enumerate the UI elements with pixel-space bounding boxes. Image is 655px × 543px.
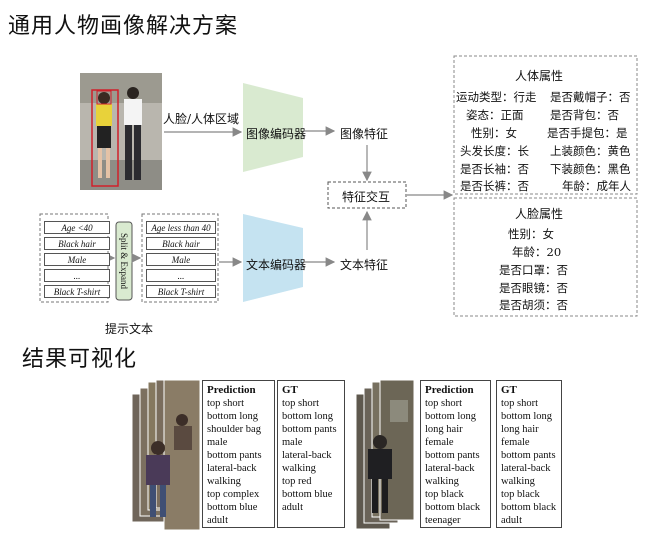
body-attributes-title: 人体属性	[515, 69, 564, 83]
ground-truth-item: long hair	[501, 424, 539, 435]
split-expand-label: Split & Expand	[119, 233, 129, 289]
text-feature-label: 文本特征	[340, 258, 389, 272]
prediction-item: bottom long	[207, 411, 259, 422]
body-attr: 下装颜色：黑色	[550, 162, 631, 176]
prediction-item: adult	[207, 515, 228, 526]
ground-truth-item: bottom long	[282, 411, 334, 422]
region-label: 人脸/人体区域	[163, 112, 240, 126]
ground-truth-item: walking	[501, 476, 535, 487]
ground-truth-item: adult	[501, 515, 522, 526]
prompt-text-label: 提示文本	[105, 322, 154, 336]
prediction-card-title: Prediction	[425, 384, 474, 396]
prompt-item: Male	[146, 253, 216, 266]
prompt-item: Black T-shirt	[146, 285, 216, 298]
visualization-title: 结果可视化	[22, 347, 138, 372]
ground-truth-item: lateral-back	[501, 463, 551, 474]
body-attr: 年龄：成年人	[562, 179, 631, 193]
prediction-item: male	[207, 437, 228, 448]
body-attributes-box	[453, 55, 638, 195]
prompt-item: ...	[146, 269, 216, 282]
text-encoder-shape	[243, 214, 303, 302]
prompt-item: Male	[44, 253, 110, 266]
image-encoder-label: 图像编码器	[246, 127, 307, 141]
feature-interaction-box	[327, 181, 407, 209]
face-attr: 是否胡须：否	[499, 298, 568, 312]
input-photo	[80, 73, 162, 190]
prediction-item: lateral-back	[207, 463, 257, 474]
person-bbox	[91, 89, 119, 187]
body-attr: 是否长袖：否	[460, 162, 529, 176]
face-attr: 是否眼镜：否	[499, 281, 568, 295]
ground-truth-item: bottom blue	[282, 489, 333, 500]
prediction-item: bottom black	[425, 502, 481, 513]
face-attributes-title: 人脸属性	[515, 207, 564, 221]
result-image-strip-2	[355, 379, 415, 530]
prediction-card: Prediction top short bottom long shoulde…	[202, 380, 275, 528]
body-attr: 上装颜色：黄色	[550, 144, 631, 158]
ground-truth-item: female	[501, 437, 530, 448]
ground-truth-item: bottom pants	[501, 450, 556, 461]
prediction-item: top complex	[207, 489, 260, 500]
prediction-item: bottom pants	[425, 450, 480, 461]
prediction-item: bottom pants	[207, 450, 262, 461]
prompt-item: Age less than 40	[146, 221, 216, 234]
face-attr: 性别：女	[508, 227, 554, 241]
ground-truth-item: top short	[501, 398, 539, 409]
prompt-item: Black T-shirt	[44, 285, 110, 298]
ground-truth-card: GT top short bottom long bottom pants ma…	[277, 380, 345, 528]
prediction-item: walking	[425, 476, 459, 487]
face-attr: 是否口罩：否	[499, 263, 568, 277]
prediction-item: lateral-back	[425, 463, 475, 474]
ground-truth-card-title: GT	[282, 384, 298, 396]
prediction-item: long hair	[425, 424, 463, 435]
ground-truth-card-title: GT	[501, 384, 517, 396]
image-feature-label: 图像特征	[340, 127, 389, 141]
body-attr: 是否背包：否	[550, 108, 619, 122]
feature-interaction-label: 特征交互	[342, 190, 391, 204]
ground-truth-item: top short	[282, 398, 320, 409]
solution-title: 通用人物画像解决方案	[8, 14, 239, 39]
ground-truth-item: adult	[282, 502, 303, 513]
prediction-item: walking	[207, 476, 241, 487]
face-attr: 年龄：20	[512, 245, 562, 259]
body-attr: 是否长裤：否	[460, 179, 529, 193]
prompt-item: Black hair	[146, 237, 216, 250]
prompt-list-expanded: Age less than 40 Black hair Male ... Bla…	[142, 214, 218, 302]
prediction-item: top short	[425, 398, 463, 409]
prediction-item: teenager	[425, 515, 461, 526]
face-bbox	[96, 90, 112, 105]
body-attr: 头发长度：长	[460, 144, 529, 158]
prediction-item: top short	[207, 398, 245, 409]
ground-truth-item: male	[282, 437, 303, 448]
prediction-item: bottom long	[425, 411, 477, 422]
ground-truth-item: bottom black	[501, 502, 557, 513]
prediction-item: bottom blue	[207, 502, 258, 513]
image-encoder-shape	[243, 83, 303, 172]
prompt-item: Age <40	[44, 221, 110, 234]
body-attr: 运动类型：行走	[456, 90, 537, 104]
prediction-card: Prediction top short bottom long long ha…	[420, 380, 491, 528]
body-attr: 性别：女	[471, 126, 517, 140]
ground-truth-card: GT top short bottom long long hair femal…	[496, 380, 562, 528]
prompt-item: ...	[44, 269, 110, 282]
prediction-item: shoulder bag	[207, 424, 261, 435]
ground-truth-item: bottom pants	[282, 424, 337, 435]
text-encoder-label: 文本编码器	[246, 258, 307, 272]
prediction-item: top black	[425, 489, 464, 500]
prompt-item: Black hair	[44, 237, 110, 250]
ground-truth-item: lateral-back	[282, 450, 332, 461]
prediction-card-title: Prediction	[207, 384, 256, 396]
ground-truth-item: top black	[501, 489, 540, 500]
ground-truth-item: walking	[282, 463, 316, 474]
prediction-item: female	[425, 437, 454, 448]
ground-truth-item: bottom long	[501, 411, 553, 422]
face-attributes-box	[453, 197, 638, 317]
body-attr: 是否手提包：是	[547, 126, 628, 140]
result-image-strip-1	[131, 379, 201, 531]
ground-truth-item: top red	[282, 476, 312, 487]
prompt-list-short: Age <40 Black hair Male ... Black T-shir…	[40, 214, 110, 302]
body-attr: 姿态：正面	[466, 108, 524, 122]
body-attr: 是否戴帽子：否	[550, 90, 631, 104]
